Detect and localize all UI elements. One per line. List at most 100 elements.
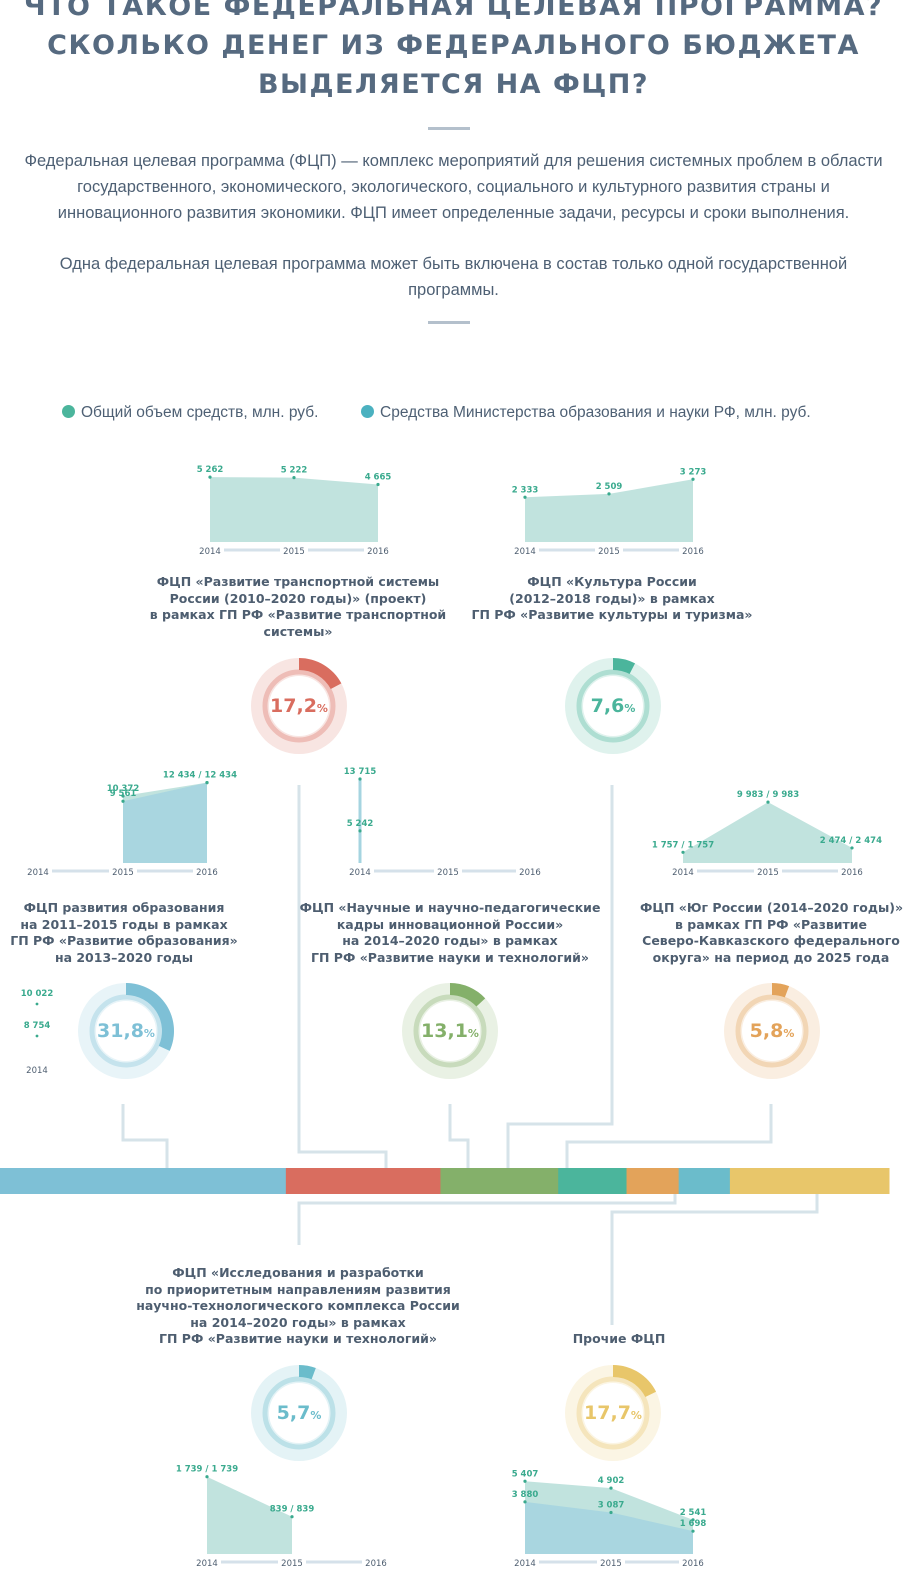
share-segment-research: [678, 1168, 731, 1194]
data-point: [292, 475, 296, 480]
connector-line: [448, 1104, 470, 1168]
x-tick-label: 2014: [514, 1559, 536, 1569]
share-percent: 17,2%: [250, 657, 348, 755]
share-donut-transport: 17,2%: [250, 657, 348, 755]
share-segment-other: [729, 1168, 890, 1194]
data-label: 2 541: [680, 1508, 707, 1518]
connector-line: [506, 785, 614, 1168]
x-tick-label: 2014: [196, 1559, 218, 1569]
program-title-line: в рамках ГП РФ «Развитие: [675, 916, 867, 932]
data-point: [205, 1475, 209, 1479]
data-point: [121, 794, 125, 798]
percent-sign: %: [310, 1409, 322, 1422]
series-area: [123, 782, 207, 863]
legend: Общий объем средств, млн. руб. Средства …: [0, 404, 907, 428]
program-title-education: ФЦП развития образования на 2011–2015 го…: [0, 900, 274, 966]
donut-hole: [269, 1383, 329, 1443]
donut-hole: [269, 676, 329, 736]
data-point: [208, 475, 212, 479]
data-point: [523, 495, 527, 499]
connector-line: [297, 1194, 677, 1245]
data-label: 5 262: [197, 465, 224, 475]
intro-line: государственного, экономического, эколог…: [77, 178, 830, 196]
connector-line: [297, 785, 388, 1168]
program-title-research: ФЦП «Исследования и разработки по приори…: [128, 1265, 468, 1348]
donut-share-arc: [299, 658, 342, 690]
share-value: 7,6: [590, 695, 625, 717]
data-point: [609, 1486, 613, 1490]
data-label: 2 509: [596, 482, 623, 492]
share-value: 13,1: [421, 1020, 468, 1042]
share-segment-south: [626, 1168, 680, 1194]
x-tick-label: 2015: [437, 868, 459, 878]
share-segment-transport: [285, 1168, 441, 1194]
share-percent: 31,8%: [77, 982, 175, 1080]
program-title-line: ФЦП «Исследования и разработки: [172, 1265, 424, 1280]
data-point: [35, 1034, 39, 1038]
donut-inner-ring: [262, 1376, 336, 1450]
share-percent: 17,7%: [564, 1364, 662, 1462]
donut-hole: [742, 1001, 802, 1061]
data-label: 8 754: [24, 1021, 51, 1031]
legend-item-ministry: Средства Министерства образования и наук…: [361, 404, 811, 422]
donut-graphic: [565, 1365, 661, 1461]
donut-share-arc: [613, 658, 636, 675]
program-title-culture: ФЦП «Культура России (2012–2018 годы)» в…: [462, 574, 762, 624]
intro-text: Федеральная целевая программа (ФЦП) — ко…: [8, 148, 899, 226]
program-title-south: ФЦП «Юг России (2014–2020 годы)» в рамка…: [640, 900, 903, 966]
data-point: [290, 1515, 294, 1519]
program-title-line: по приоритетным направлениям развития: [145, 1281, 451, 1297]
percent-sign: %: [143, 1027, 155, 1040]
connector-line: [565, 1104, 773, 1168]
series-area: [207, 1476, 292, 1554]
data-point: [691, 1529, 695, 1533]
share-value: 5,7: [276, 1402, 311, 1424]
program-title-line: (2012–2018 годы)» в рамках: [509, 590, 715, 606]
donut-graphic: [402, 983, 498, 1079]
program-title-line: научно-технологического комплекса России: [136, 1298, 460, 1313]
program-title-line: на 2013–2020 годы: [54, 949, 194, 965]
data-label: 2 333: [512, 485, 539, 495]
legend-label: Общий объем средств, млн. руб.: [81, 404, 319, 421]
share-donut-science-staff: 13,1%: [401, 982, 499, 1080]
data-label: 4 665: [365, 472, 392, 482]
program-title-line: системы»: [263, 623, 333, 639]
x-tick-label: 2014: [26, 1066, 48, 1076]
program-title-line: Прочие ФЦП: [572, 1331, 666, 1346]
percent-sign: %: [316, 702, 328, 715]
x-tick-label: 2016: [519, 868, 541, 878]
program-title-line: России (2010–2020 годы)» (проект): [169, 590, 427, 606]
divider: [428, 127, 470, 130]
data-label: 3 880: [512, 1490, 539, 1500]
data-label: 5 407: [512, 1469, 539, 1479]
share-donut-other: 17,7%: [564, 1364, 662, 1462]
share-donut-education: 31,8%: [77, 982, 175, 1080]
donut-inner-ring: [735, 994, 809, 1068]
share-percent: 5,7%: [250, 1364, 348, 1462]
program-title-transport: ФЦП «Развитие транспортной системы Росси…: [148, 574, 448, 640]
data-label: 1 757 / 1 757: [652, 840, 714, 850]
divider: [428, 321, 470, 324]
x-tick-label: 2015: [598, 547, 620, 557]
data-label: 2 474 / 2 474: [820, 836, 882, 846]
x-tick-label: 2015: [600, 1559, 622, 1569]
program-title-line: ФЦП развития образования: [23, 900, 225, 915]
data-point: [691, 477, 695, 481]
share-segment-science-staff: [440, 1168, 559, 1194]
donut-inner-ring: [576, 669, 650, 743]
program-title-line: кадры инновационной России»: [336, 916, 564, 932]
donut-hole: [96, 1001, 156, 1061]
share-percent: 7,6%: [564, 657, 662, 755]
program-title-line: Северо-Кавказского федерального: [642, 933, 900, 948]
donut-hole: [583, 1383, 643, 1443]
data-label: 9 983 / 9 983: [737, 790, 799, 800]
share-segment-education: [0, 1168, 287, 1194]
program-title-line: на 2014–2020 годы» в рамках: [342, 933, 558, 948]
program-title-line: ГП РФ «Развитие образования»: [10, 933, 238, 948]
series-bar: [358, 779, 362, 863]
connector-line: [121, 1104, 169, 1168]
